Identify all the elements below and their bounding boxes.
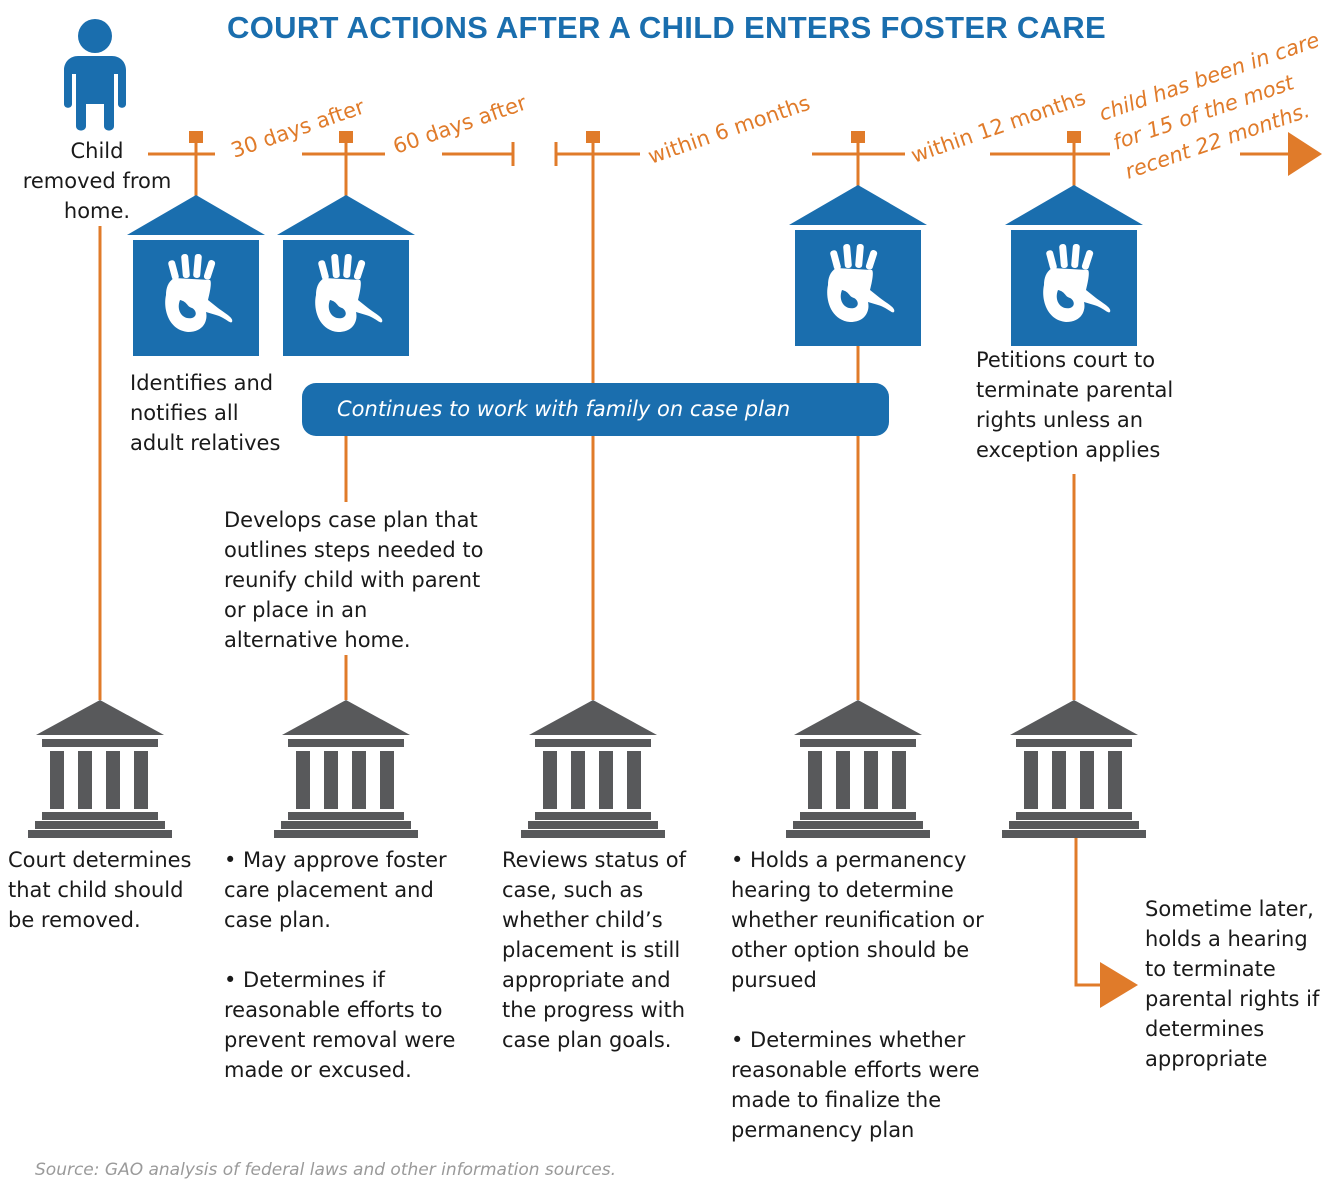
courthouse-icon [274, 700, 418, 838]
timeline-arrow-icon [1288, 132, 1322, 176]
timeline-markers [189, 131, 1081, 143]
start-label: Child removed from home. [22, 139, 172, 223]
court-removal-text: Court determines that child should be re… [8, 848, 192, 932]
court-reasonable-efforts-text: • Determines if reasonable efforts to pr… [224, 968, 456, 1082]
courthouse-icon [786, 700, 930, 838]
court-approve-block: • May approve foster care placement and … [224, 845, 474, 1085]
connectors [98, 136, 1110, 987]
continue-work-banner: Continues to work with family on case pl… [302, 383, 889, 436]
court-approve-text: • May approve foster care placement and … [224, 848, 447, 932]
court-review-text: Reviews status of case, such as whether … [502, 848, 686, 1052]
person-icon [64, 19, 126, 131]
agency-relatives-text: Identifies and notifies all adult relati… [130, 371, 281, 455]
court-permanency-hearing-text: • Holds a permanency hearing to determin… [731, 848, 984, 992]
page-title: COURT ACTIONS AFTER A CHILD ENTERS FOSTE… [227, 10, 1106, 45]
courthouse-icon [521, 700, 665, 838]
courthouse-icon [28, 700, 172, 838]
agency-house-icon [789, 185, 927, 346]
source-note: Source: GAO analysis of federal laws and… [35, 1160, 617, 1180]
agency-house-icon [1005, 185, 1143, 346]
termination-arrow-icon [1100, 962, 1138, 1008]
courthouse-icon [1002, 700, 1146, 838]
court-permanency-block: • Holds a permanency hearing to determin… [731, 845, 993, 1145]
court-termination-text: Sometime later, holds a hearing to termi… [1145, 897, 1320, 1071]
agency-petition-text: Petitions court to terminate parental ri… [976, 348, 1174, 462]
agency-case-plan-text: Develops case plan that outlines steps n… [224, 508, 484, 652]
court-permanency-efforts-text: • Determines whether reasonable efforts … [731, 1028, 980, 1142]
agency-house-icon [277, 195, 415, 356]
